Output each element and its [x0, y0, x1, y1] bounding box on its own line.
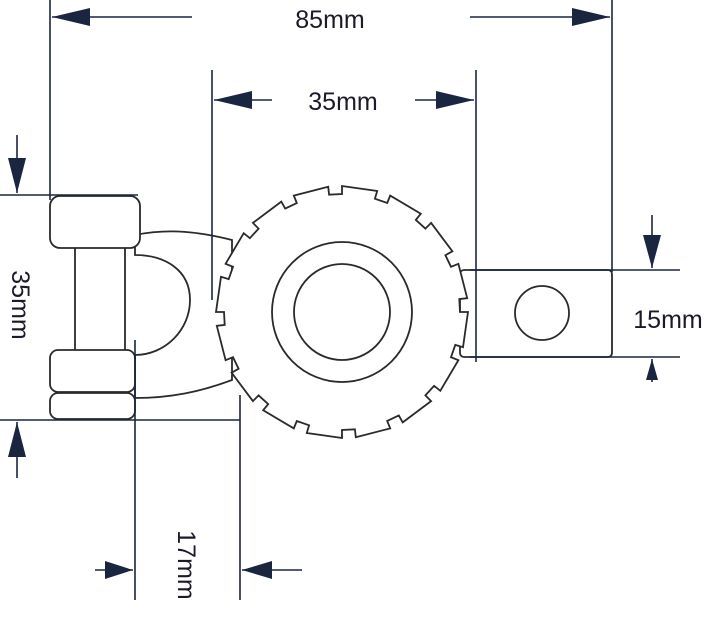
dim-label-85mm: 85mm	[295, 6, 364, 34]
post-hole	[293, 263, 391, 361]
clamp-arm	[134, 230, 233, 399]
clamp-nut	[49, 349, 136, 393]
dimension-85mm: 85mm	[49, 0, 613, 272]
dim-label-35mm-horizontal: 35mm	[308, 88, 377, 116]
dim-label-15mm: 15mm	[633, 306, 702, 334]
clamp-shaft	[74, 244, 126, 356]
tab-hole	[514, 285, 570, 341]
clamp-washer	[49, 392, 136, 420]
dim-label-17mm: 17mm	[172, 530, 200, 599]
dimension-35mm-vertical: 35mm	[0, 135, 240, 478]
dimension-17mm: 17mm	[95, 340, 302, 600]
dimension-15mm: 15mm	[470, 215, 703, 382]
dim-label-35mm-vertical: 35mm	[6, 270, 34, 339]
clamp-bolt-head	[49, 195, 141, 249]
battery-terminal-part	[49, 184, 613, 440]
dimension-35mm-horizontal: 35mm	[211, 70, 477, 362]
